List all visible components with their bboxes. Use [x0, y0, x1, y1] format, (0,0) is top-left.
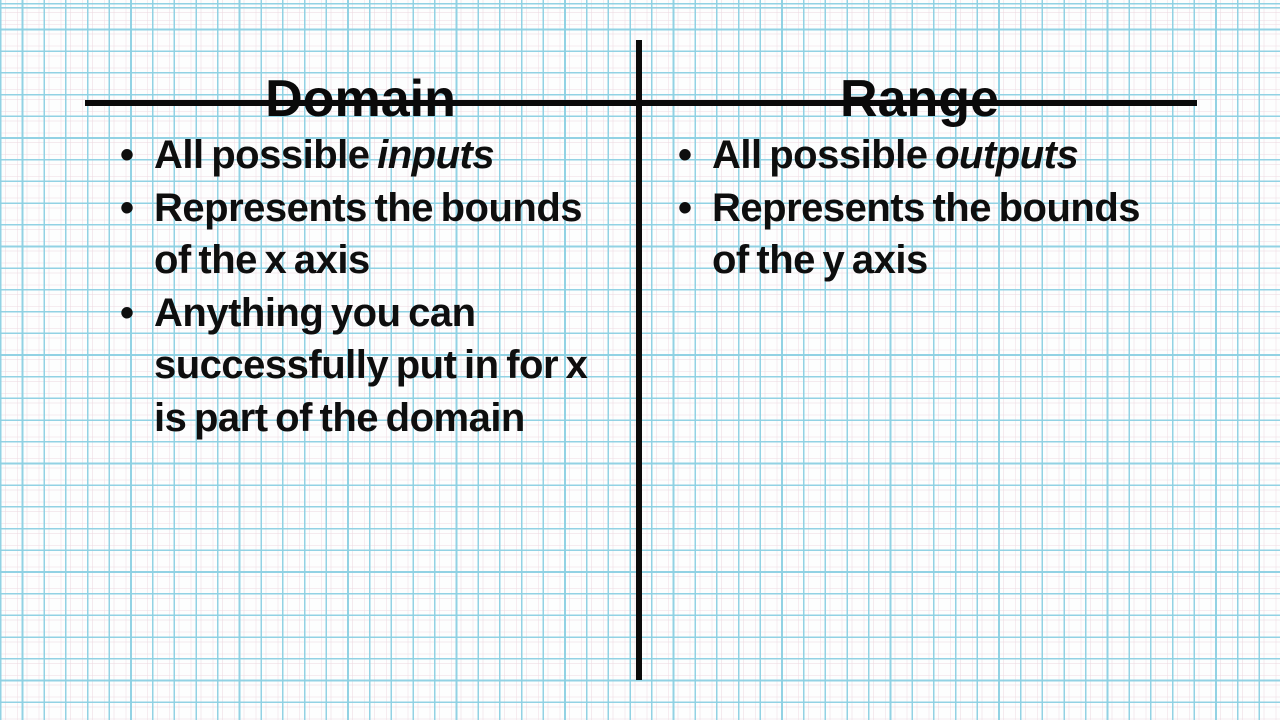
domain-bullet-2: • Represents the bounds of the x axis	[120, 182, 614, 287]
column-divider	[636, 40, 642, 680]
domain-bullet-1-text: All possible inputs	[154, 133, 495, 177]
emphasized-word: inputs	[377, 133, 495, 177]
domain-column-title: Domain	[265, 69, 456, 128]
bullet-marker: •	[120, 133, 135, 177]
bullet-marker: •	[120, 185, 135, 230]
domain-bullet-list: • All possible inputs • Represents the b…	[120, 129, 614, 444]
bullet-marker: •	[678, 133, 693, 177]
range-bullet-list: • All possible outputs • Represents the …	[678, 129, 1172, 287]
domain-bullet-2-text: Represents the bounds of the x axis	[154, 185, 583, 283]
range-bullet-1-text: All possible outputs	[712, 133, 1079, 177]
bullet-marker: •	[120, 290, 135, 335]
range-bullet-2: • Represents the bounds of the y axis	[678, 182, 1172, 287]
domain-bullet-3-text: Anything you can successfully put in for…	[154, 290, 588, 440]
domain-bullet-1: • All possible inputs	[120, 129, 614, 182]
bullet-marker: •	[678, 185, 693, 230]
range-bullet-1: • All possible outputs	[678, 129, 1172, 182]
range-column-title: Range	[840, 69, 999, 128]
emphasized-word: outputs	[935, 133, 1079, 177]
domain-bullet-3: • Anything you can successfully put in f…	[120, 287, 614, 445]
range-bullet-2-text: Represents the bounds of the y axis	[712, 185, 1141, 283]
